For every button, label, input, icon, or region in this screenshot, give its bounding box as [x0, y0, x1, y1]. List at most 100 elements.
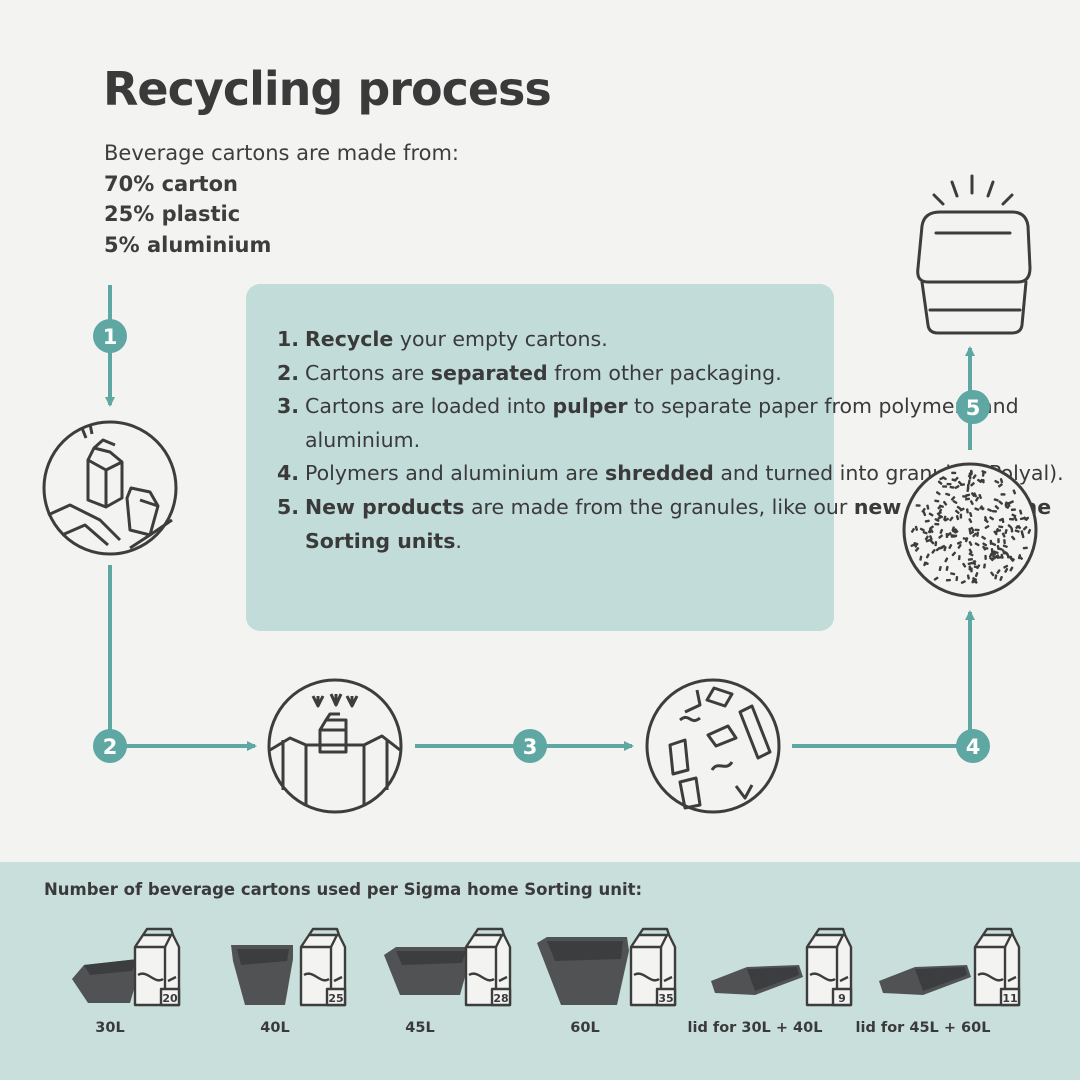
carton-icon — [629, 927, 677, 1007]
granule — [991, 509, 998, 513]
granule — [971, 578, 976, 584]
granule — [910, 527, 915, 533]
granule — [999, 478, 1004, 484]
granule — [1027, 528, 1032, 534]
granule — [984, 554, 987, 560]
granule — [956, 541, 962, 545]
granule — [962, 495, 968, 498]
granule — [996, 529, 1002, 533]
granule — [951, 551, 957, 557]
granule — [934, 518, 940, 522]
granule — [974, 507, 980, 511]
granule — [921, 507, 926, 513]
granule — [919, 555, 923, 561]
unit-label: 30L — [95, 1020, 125, 1036]
granule — [926, 504, 930, 510]
granule — [968, 518, 973, 524]
granule — [957, 543, 962, 549]
carton-count: 20 — [162, 992, 178, 1005]
granule — [982, 542, 988, 547]
granule — [1011, 513, 1017, 518]
granule — [949, 516, 954, 522]
granule — [979, 478, 985, 483]
steps-panel — [246, 284, 834, 631]
granule — [952, 499, 958, 505]
granule — [915, 504, 921, 507]
granule — [993, 530, 998, 536]
granule — [988, 552, 993, 558]
granule — [951, 471, 957, 475]
svg-text:4: 4 — [966, 735, 981, 759]
granule — [942, 485, 948, 488]
granule — [970, 526, 975, 532]
granule — [974, 528, 980, 532]
granule — [981, 535, 987, 540]
granule — [935, 546, 941, 552]
granule — [922, 530, 928, 535]
granule — [992, 550, 996, 556]
granule — [923, 561, 928, 567]
granule — [952, 529, 958, 534]
granule — [972, 560, 977, 566]
granule — [933, 576, 939, 581]
granule — [934, 541, 938, 547]
granule — [983, 563, 986, 569]
step-badge-2: 2 — [93, 729, 127, 763]
granule — [970, 482, 975, 487]
unit-label: lid for 45L + 60L — [855, 1020, 991, 1036]
granule — [967, 479, 971, 485]
unit-label: 40L — [260, 1020, 290, 1036]
granule — [954, 509, 960, 515]
granule — [1021, 533, 1025, 539]
granule — [998, 525, 1004, 529]
granule — [968, 541, 973, 546]
granule — [939, 528, 944, 534]
granule — [997, 483, 1003, 488]
granule — [1022, 546, 1028, 550]
granule — [1003, 564, 1009, 569]
granule — [938, 534, 943, 539]
granule — [925, 553, 930, 559]
granule — [994, 574, 998, 580]
granule — [959, 507, 965, 512]
svg-text:1: 1 — [103, 325, 118, 349]
granule — [974, 542, 980, 547]
step-badge-3: 3 — [513, 729, 547, 763]
granule — [983, 518, 989, 524]
granule — [959, 513, 963, 519]
granule — [980, 505, 985, 511]
granule — [973, 565, 979, 569]
granule — [945, 532, 949, 539]
granule — [929, 525, 934, 530]
granule — [938, 504, 944, 508]
granule — [998, 517, 1004, 522]
granule — [944, 557, 949, 563]
step-badge-1: 1 — [93, 319, 127, 353]
granule — [1022, 525, 1028, 531]
sorting-bin-icon: 20 — [72, 927, 181, 1007]
granule — [954, 484, 960, 490]
granule — [997, 538, 1000, 544]
granule — [1023, 516, 1028, 521]
sorting-bin-icon: 9 — [711, 927, 853, 1007]
step-badge-4: 4 — [956, 729, 990, 763]
granule — [998, 500, 1004, 505]
sorting-bin-icon: 28 — [384, 927, 512, 1007]
composition-plastic: 25% plastic — [104, 202, 241, 226]
granule — [969, 500, 974, 506]
granule — [994, 479, 1000, 484]
granule — [989, 516, 995, 521]
granule — [1007, 524, 1013, 529]
pulper-icon — [645, 678, 781, 814]
granule — [1000, 553, 1004, 559]
granule — [1013, 516, 1018, 522]
granule — [944, 517, 949, 522]
granule — [967, 561, 973, 566]
granule — [1003, 539, 1006, 545]
granule — [954, 476, 959, 482]
granule — [931, 549, 936, 554]
granule — [997, 547, 1003, 551]
